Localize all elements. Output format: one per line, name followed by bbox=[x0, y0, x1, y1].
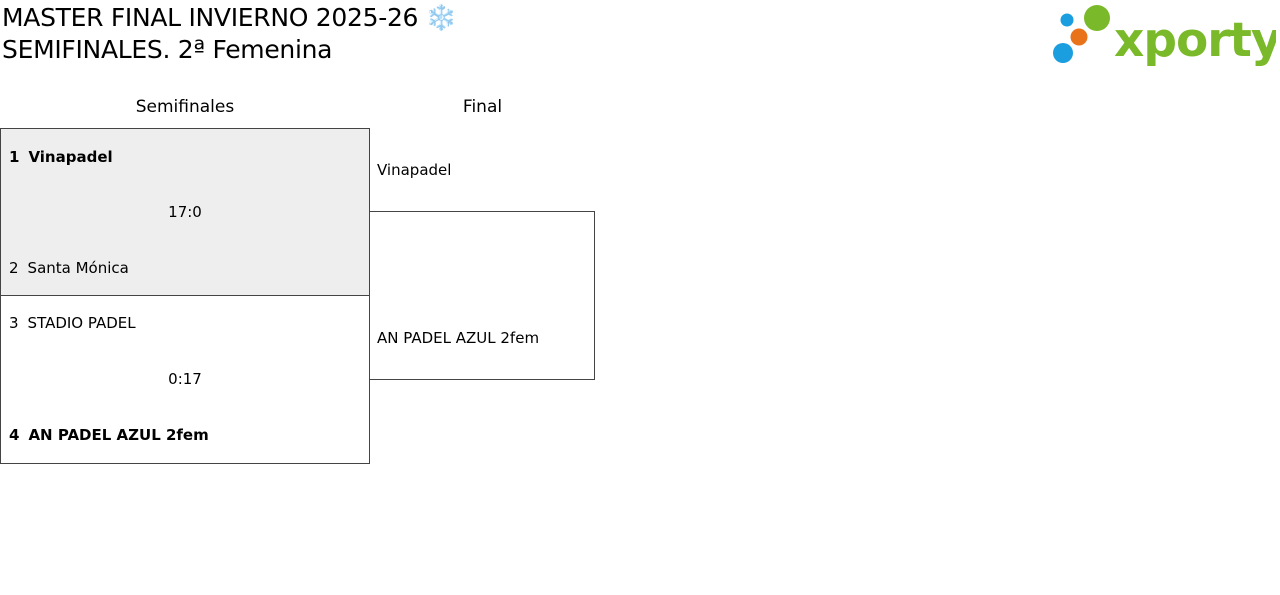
final-team-2: AN PADEL AZUL 2fem bbox=[377, 329, 540, 347]
final-team-1: Vinapadel bbox=[377, 161, 452, 179]
column-header-semifinals: Semifinales bbox=[135, 97, 235, 117]
team-name: Vinapadel bbox=[28, 148, 113, 166]
team-seed: 3 bbox=[9, 314, 19, 332]
logo-dot-blue-small bbox=[1060, 13, 1074, 27]
final-match[interactable] bbox=[369, 211, 595, 380]
page-title: MASTER FINAL INVIERNO 2025-26 ❄️ bbox=[2, 3, 457, 32]
match-1-team-2: 2 Santa Mónica bbox=[9, 258, 129, 278]
logo-dot-blue-large bbox=[1053, 43, 1073, 63]
page-subtitle: SEMIFINALES. 2ª Femenina bbox=[2, 35, 333, 64]
xporty-logo-icon: xporty bbox=[1053, 5, 1280, 68]
team-name: STADIO PADEL bbox=[27, 314, 136, 332]
semifinal-match-2[interactable]: 3 STADIO PADEL 0:17 4 AN PADEL AZUL 2fem bbox=[0, 296, 370, 464]
match-2-team-2: 4 AN PADEL AZUL 2fem bbox=[9, 425, 209, 445]
team-name: AN PADEL AZUL 2fem bbox=[28, 426, 209, 444]
column-header-final: Final bbox=[462, 97, 503, 117]
xporty-logo[interactable]: xporty bbox=[1050, 4, 1280, 68]
team-seed: 2 bbox=[9, 259, 19, 277]
team-seed: 1 bbox=[9, 148, 20, 166]
logo-dot-green bbox=[1084, 5, 1110, 31]
match-2-score: 0:17 bbox=[168, 370, 202, 388]
match-2-team-1: 3 STADIO PADEL bbox=[9, 313, 136, 333]
team-name: Santa Mónica bbox=[27, 259, 129, 277]
logo-text: xporty bbox=[1114, 13, 1276, 66]
team-seed: 4 bbox=[9, 426, 20, 444]
logo-dot-orange bbox=[1070, 28, 1088, 46]
semifinal-match-1[interactable]: 1 Vinapadel 17:0 2 Santa Mónica bbox=[0, 128, 370, 296]
match-1-score: 17:0 bbox=[168, 203, 202, 221]
match-1-team-1: 1 Vinapadel bbox=[9, 147, 113, 167]
